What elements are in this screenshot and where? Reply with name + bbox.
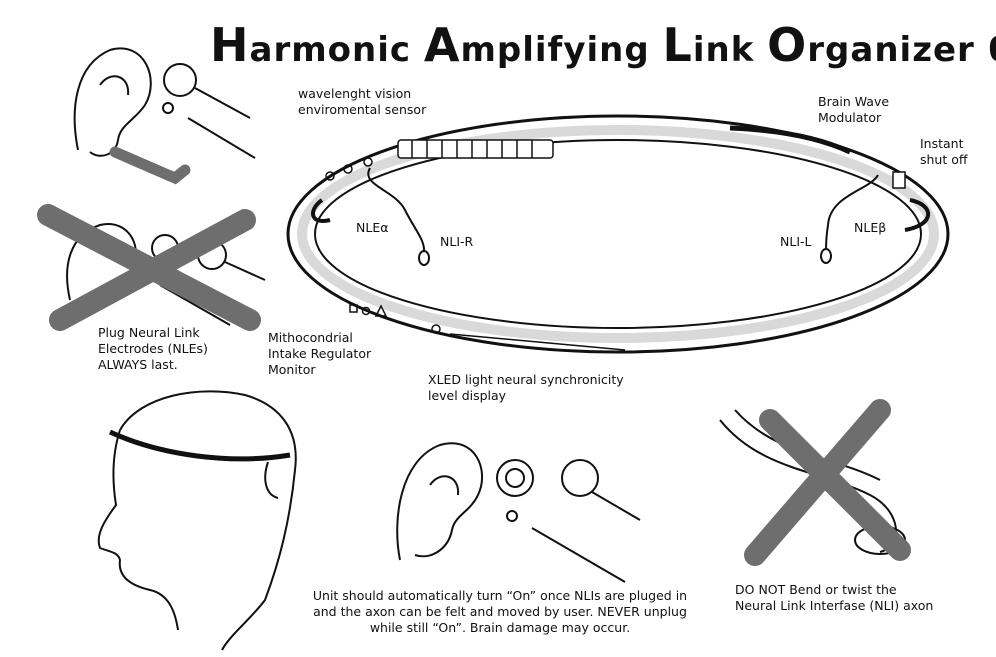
intake-label: Mithocondrial Intake Regulator Monitor bbox=[268, 330, 371, 378]
title-letter-a: A bbox=[423, 18, 461, 72]
title-rest-h: armonic bbox=[249, 30, 424, 70]
xled-label-line2: level display bbox=[428, 388, 507, 403]
auto-on-line3: while still “On”. Brain damage may occur… bbox=[369, 620, 631, 635]
auto-on-line1: Unit should automatically turn “On” once… bbox=[312, 588, 688, 603]
sensor-label: wavelenght vision enviromental sensor bbox=[298, 86, 426, 118]
title-rest-o: rganizer bbox=[807, 30, 988, 70]
check-mark-icon bbox=[109, 146, 191, 185]
shutoff-label: Instant shut off bbox=[920, 136, 968, 168]
plug-note-line1: Plug Neural Link bbox=[98, 325, 200, 340]
auto-on-line2: and the axon can be felt and moved by us… bbox=[313, 604, 687, 619]
intake-label-line1: Mithocondrial bbox=[268, 330, 353, 345]
no-bend-line1: DO NOT Bend or twist the bbox=[735, 582, 897, 597]
no-bend-warning: DO NOT Bend or twist the Neural Link Int… bbox=[735, 582, 933, 614]
title-alpha: α bbox=[988, 18, 996, 72]
nle-alpha-label: NLEα bbox=[356, 220, 389, 235]
plug-note-line2: Electrodes (NLEs) bbox=[98, 341, 208, 356]
nli-r-label: NLI-R bbox=[440, 234, 474, 249]
title-rest-l: ink bbox=[692, 30, 768, 70]
title-letter-o: O bbox=[767, 18, 808, 72]
prohibited-cross-icon bbox=[37, 204, 261, 331]
no-bend-line2: Neural Link Interfase (NLI) axon bbox=[735, 598, 934, 613]
plug-note-label: Plug Neural Link Electrodes (NLEs) ALWAY… bbox=[98, 325, 208, 373]
headband-ring bbox=[286, 114, 950, 354]
diagram-title: Harmonic Amplifying Link Organizer α bbox=[210, 18, 996, 72]
xled-label: XLED light neural synchronicity level di… bbox=[428, 372, 624, 404]
title-letter-h: H bbox=[210, 18, 250, 72]
title-rest-a: mplifying bbox=[460, 30, 663, 70]
shutoff-label-line2: shut off bbox=[920, 152, 968, 167]
ear-check-illustration bbox=[73, 47, 256, 159]
nli-l-label: NLI-L bbox=[780, 234, 812, 249]
nle-beta-label: NLEβ bbox=[854, 220, 887, 235]
intake-label-line3: Monitor bbox=[268, 362, 316, 377]
sensor-label-line1: wavelenght vision bbox=[298, 86, 412, 101]
plug-note-line3: ALWAYS last. bbox=[98, 357, 178, 372]
title-letter-l: L bbox=[662, 18, 693, 72]
ear-plug-illustration bbox=[396, 442, 641, 583]
xled-label-line1: XLED light neural synchronicity bbox=[428, 372, 624, 387]
intake-label-line2: Intake Regulator bbox=[268, 346, 372, 361]
sensor-label-line2: enviromental sensor bbox=[298, 102, 427, 117]
prohibited-cross-icon bbox=[744, 399, 911, 566]
shutoff-label-line1: Instant bbox=[920, 136, 964, 151]
head-profile-illustration bbox=[97, 390, 297, 651]
modulator-label: Brain Wave Modulator bbox=[818, 94, 889, 126]
modulator-label-line2: Modulator bbox=[818, 110, 882, 125]
auto-on-warning: Unit should automatically turn “On” once… bbox=[300, 588, 700, 636]
modulator-label-line1: Brain Wave bbox=[818, 94, 890, 109]
